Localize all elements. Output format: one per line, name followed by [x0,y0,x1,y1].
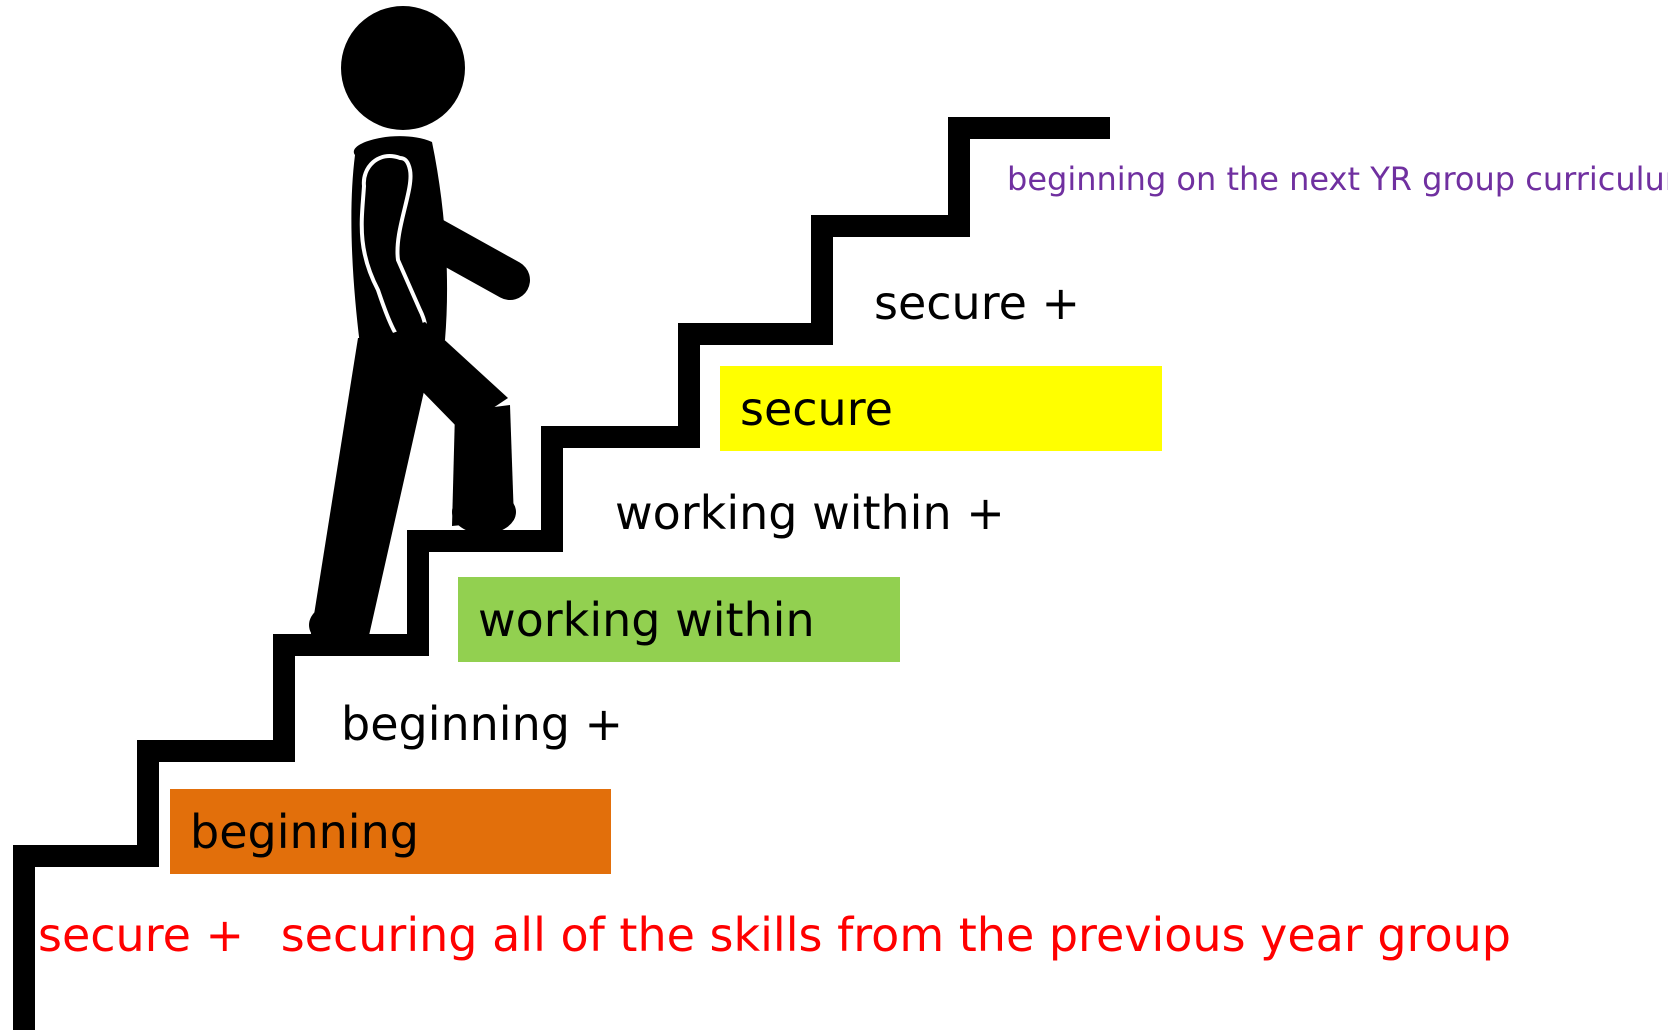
step-label-working-within-plus: working within + [615,486,1005,540]
staircase-line [13,117,1110,1030]
stick-figure-icon [309,6,530,647]
step-label-beginning: beginning [190,804,419,859]
step-label-secure: secure [740,381,893,436]
step-box-secure: secure [720,366,1162,451]
step-label-beginning-plus: beginning + [341,697,624,751]
step-box-beginning: beginning [170,789,611,874]
footer-caption: secure + securing all of the skills from… [38,912,1511,958]
step-label-top: beginning on the next YR group curriculu… [1007,160,1668,198]
step-box-working-within: working within [458,577,900,662]
footer-label: secure + [38,908,245,962]
step-label-secure-plus: secure + [874,276,1081,330]
footer-description: securing all of the skills from the prev… [280,908,1511,962]
step-label-working-within: working within [478,592,815,647]
